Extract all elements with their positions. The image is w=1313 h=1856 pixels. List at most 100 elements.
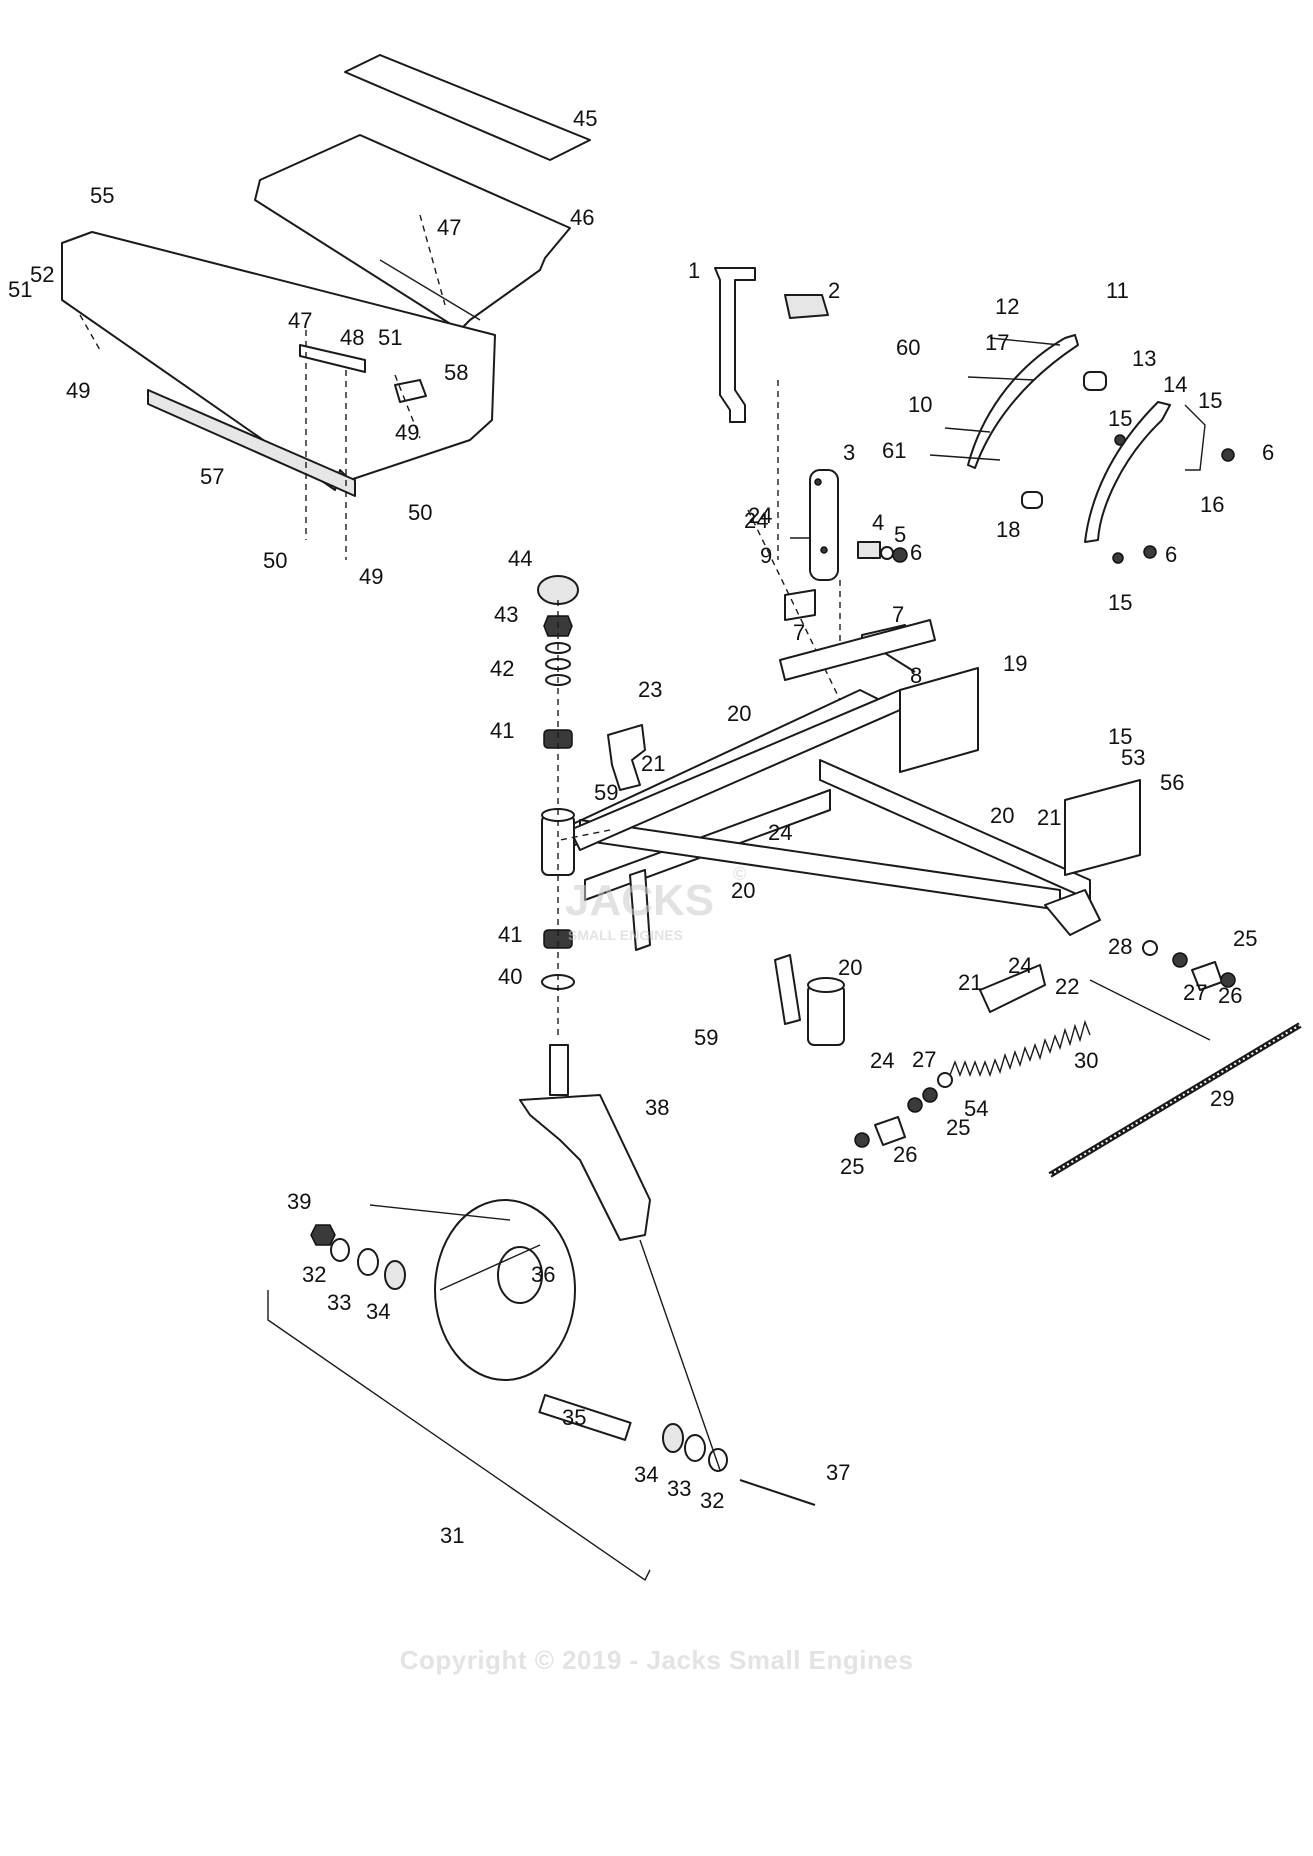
callout: 26 bbox=[893, 1142, 917, 1167]
callout: 20 bbox=[727, 701, 751, 726]
washer-54 bbox=[937, 1072, 953, 1088]
callout: 50 bbox=[263, 548, 287, 573]
callout: 28 bbox=[1108, 934, 1132, 959]
clip-58 bbox=[394, 379, 427, 403]
callout: 6 bbox=[1262, 440, 1274, 465]
callout: 43 bbox=[494, 602, 518, 627]
bracket-23 bbox=[607, 724, 646, 791]
callout: 24 bbox=[768, 820, 792, 845]
callout: 23 bbox=[638, 677, 662, 702]
callout: 7 bbox=[892, 602, 904, 627]
callout: 35 bbox=[562, 1405, 586, 1430]
bracket-48 bbox=[299, 344, 366, 373]
callout: 15 bbox=[1108, 406, 1132, 431]
callout: 49 bbox=[66, 378, 90, 403]
callout: 3 bbox=[843, 440, 855, 465]
callout: 56 bbox=[1160, 770, 1184, 795]
link-7 bbox=[784, 589, 816, 621]
cap-44 bbox=[537, 575, 579, 605]
spindle bbox=[549, 1044, 569, 1096]
callout: 17 bbox=[985, 330, 1009, 355]
callout: 49 bbox=[395, 420, 419, 445]
callout: 25 bbox=[840, 1154, 864, 1179]
main-frame bbox=[541, 619, 1141, 1046]
spacer-18 bbox=[1021, 491, 1043, 509]
plate-14 bbox=[1084, 401, 1171, 543]
watermark-symbol: © bbox=[733, 864, 746, 884]
callout: 18 bbox=[996, 517, 1020, 542]
callout: 27 bbox=[912, 1047, 936, 1072]
nut-27a bbox=[1172, 952, 1188, 968]
callout: 49 bbox=[359, 564, 383, 589]
arm-3 bbox=[809, 469, 839, 581]
nut-15b bbox=[1112, 552, 1124, 564]
nut-15a bbox=[1114, 434, 1126, 446]
callout: 24 bbox=[1008, 953, 1032, 978]
callout: 40 bbox=[498, 964, 522, 989]
callout: 14 bbox=[1163, 372, 1187, 397]
copyright-footer: Copyright © 2019 - Jacks Small Engines bbox=[399, 1645, 914, 1675]
callout: 54 bbox=[964, 1096, 988, 1121]
panel-55 bbox=[61, 231, 496, 491]
nut-6 bbox=[892, 547, 908, 563]
frame-clamp bbox=[1044, 889, 1101, 936]
callout: 37 bbox=[826, 1460, 850, 1485]
caster-wheel-assembly bbox=[267, 1044, 816, 1582]
callout: 24 bbox=[870, 1048, 894, 1073]
plate-46 bbox=[254, 134, 571, 331]
bracket-22 bbox=[979, 964, 1046, 1013]
floor-pan-assembly bbox=[61, 54, 591, 560]
callout: 59 bbox=[594, 780, 618, 805]
callout: 20 bbox=[731, 878, 755, 903]
callout: 44 bbox=[508, 546, 532, 571]
callout: 60 bbox=[896, 335, 920, 360]
callout: 61 bbox=[882, 438, 906, 463]
callout: 59 bbox=[694, 1025, 718, 1050]
clip-16 bbox=[1184, 404, 1206, 471]
callout: 51 bbox=[8, 277, 32, 302]
callout: 32 bbox=[302, 1262, 326, 1287]
callout: 24 bbox=[744, 508, 768, 533]
callout: 51 bbox=[378, 325, 402, 350]
callout: 15 bbox=[1108, 724, 1132, 749]
callout: 32 bbox=[700, 1488, 724, 1513]
callout: 38 bbox=[645, 1095, 669, 1120]
callout: 8 bbox=[910, 663, 922, 688]
bolt-37 bbox=[739, 1479, 816, 1506]
callout: 12 bbox=[995, 294, 1019, 319]
callout: 29 bbox=[1210, 1086, 1234, 1111]
callout: 42 bbox=[490, 656, 514, 681]
callout: 2 bbox=[828, 278, 840, 303]
callout: 4 bbox=[872, 510, 884, 535]
callout: 9 bbox=[760, 543, 772, 568]
axle-sleeve-35 bbox=[538, 1394, 632, 1441]
callout: 11 bbox=[1106, 278, 1129, 303]
jacks-watermark: JACKS SMALL ENGINES © bbox=[565, 864, 746, 943]
callout: 41 bbox=[490, 718, 514, 743]
plate-11 bbox=[967, 334, 1079, 469]
callout-labels: 1 2 3 4 5 6 6 6 7 7 8 9 10 11 12 13 14 1… bbox=[8, 106, 1274, 1548]
callout: 16 bbox=[1200, 492, 1224, 517]
spacer-13 bbox=[1083, 371, 1107, 391]
callout: 48 bbox=[340, 325, 364, 350]
callout: 6 bbox=[1165, 542, 1177, 567]
nut-32b bbox=[708, 1448, 728, 1472]
callout: 55 bbox=[90, 183, 114, 208]
callout: 21 bbox=[1037, 805, 1061, 830]
hinge-57 bbox=[147, 389, 356, 497]
callout: 25 bbox=[1233, 926, 1257, 951]
spacer-33b bbox=[684, 1434, 706, 1462]
lever-1 bbox=[714, 267, 756, 423]
callout: 31 bbox=[440, 1523, 464, 1548]
callout: 33 bbox=[327, 1290, 351, 1315]
callout: 20 bbox=[838, 955, 862, 980]
nut-6b bbox=[1221, 448, 1235, 462]
callout: 6 bbox=[910, 540, 922, 565]
callout: 15 bbox=[1198, 388, 1222, 413]
callout: 39 bbox=[287, 1189, 311, 1214]
callout: 50 bbox=[408, 500, 432, 525]
pad-45 bbox=[344, 54, 591, 161]
callout: 41 bbox=[498, 922, 522, 947]
callout: 58 bbox=[444, 360, 468, 385]
